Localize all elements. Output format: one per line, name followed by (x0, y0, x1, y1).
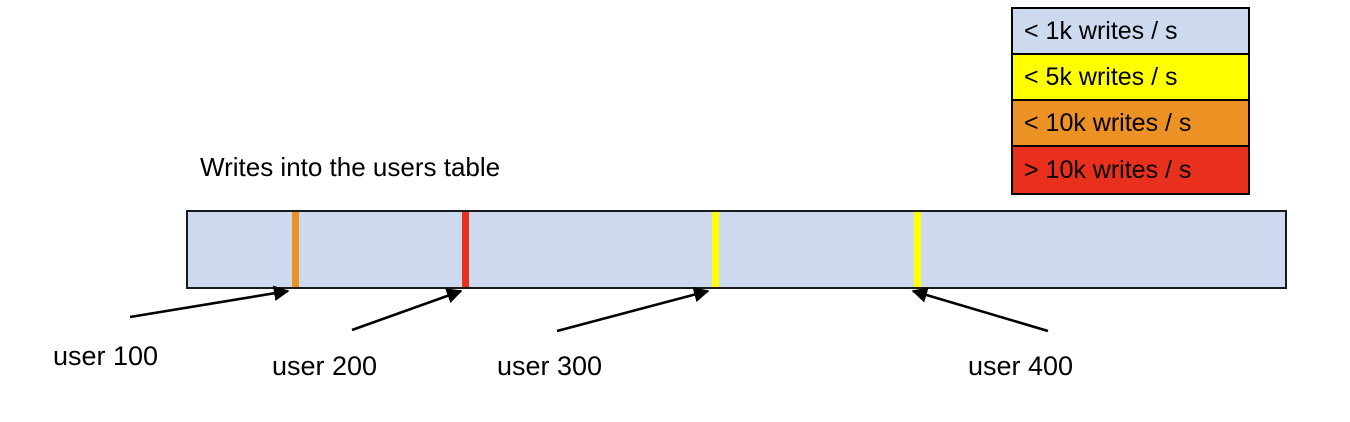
arrow-user-400 (911, 287, 1049, 333)
arrow-user-200 (351, 288, 463, 332)
stripe-user-100 (292, 212, 299, 287)
arrow-user-300 (556, 287, 710, 333)
legend-label-under-1k: < 1k writes / s (1024, 16, 1178, 45)
label-user-300: user 300 (497, 351, 603, 381)
users-table-bar (186, 210, 1287, 289)
arrow-user-100 (129, 285, 290, 319)
legend-label-over-10k: > 10k writes / s (1024, 155, 1192, 184)
chart-title: Writes into the users table (200, 152, 501, 182)
stripe-user-200 (462, 212, 469, 287)
legend: < 1k writes / s < 5k writes / s < 10k wr… (1011, 7, 1250, 195)
legend-row-over-10k: > 10k writes / s (1013, 147, 1248, 193)
label-user-100: user 100 (53, 341, 159, 371)
legend-row-under-5k: < 5k writes / s (1013, 55, 1248, 101)
stripe-user-400 (914, 212, 921, 287)
label-user-400: user 400 (968, 351, 1074, 381)
legend-label-under-5k: < 5k writes / s (1024, 62, 1178, 91)
legend-label-under-10k: < 10k writes / s (1024, 108, 1192, 137)
stripe-user-300 (712, 212, 719, 287)
legend-row-under-10k: < 10k writes / s (1013, 101, 1248, 147)
legend-row-under-1k: < 1k writes / s (1013, 9, 1248, 55)
label-user-200: user 200 (272, 351, 378, 381)
